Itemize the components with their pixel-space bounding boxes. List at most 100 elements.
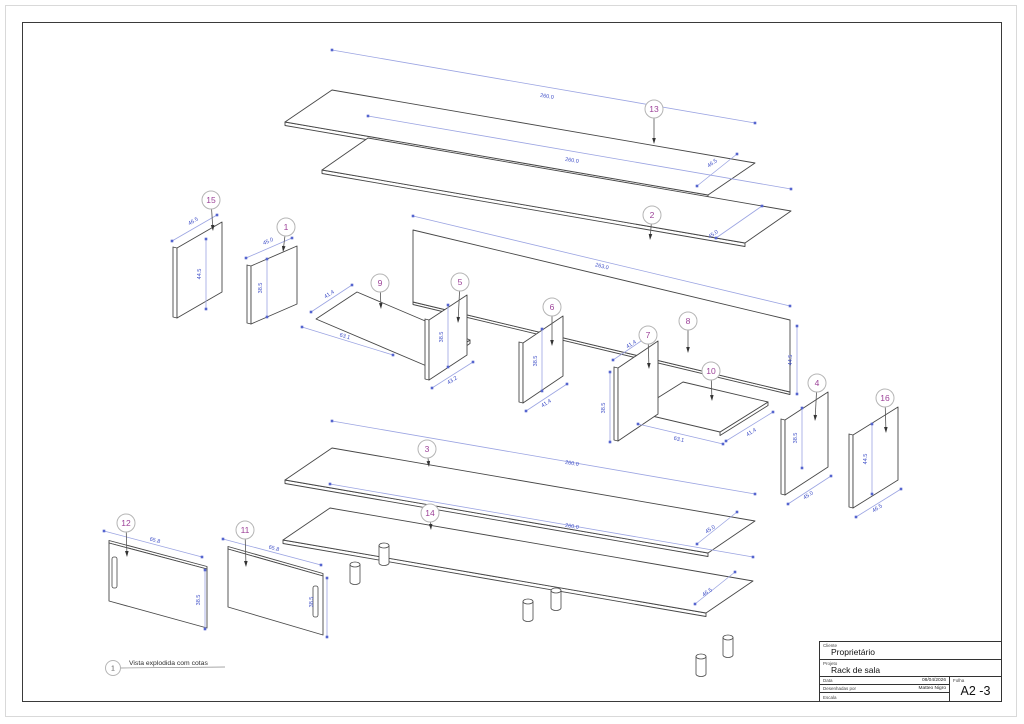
balloon-11: 11 — [235, 520, 255, 567]
sheet-cell: Folha A2 -3 — [950, 677, 1001, 701]
balloon-15: 15 — [201, 190, 221, 231]
balloon-arrow — [686, 347, 690, 353]
dim-label: 41.4 — [625, 339, 637, 350]
dim-label: 41.4 — [540, 398, 552, 409]
balloon-circle — [235, 520, 255, 540]
balloon-6: 6 — [542, 297, 562, 346]
dim-line — [525, 383, 568, 412]
title-block: Cliente Proprietário Projeto Rack de sal… — [819, 641, 1002, 702]
dim-endpoint-marker — [611, 358, 615, 362]
balloon-circle — [875, 388, 895, 408]
dim-endpoint-marker — [170, 239, 174, 243]
balloon-arrow — [813, 414, 818, 421]
part-7-group — [613, 340, 659, 442]
part-1-group — [246, 245, 298, 325]
balloon-number: 11 — [241, 525, 250, 535]
dim-endpoint-marker — [870, 492, 874, 496]
balloon-arrow — [378, 302, 383, 309]
dim-endpoint-marker — [800, 466, 804, 470]
balloon-circle — [678, 311, 698, 331]
dim-endpoint-marker — [290, 236, 294, 240]
balloon-arrow — [426, 460, 431, 467]
dimension-part-14-0: 260.0 — [328, 482, 755, 559]
dim-line — [696, 153, 738, 187]
dim-label: 41.4 — [745, 427, 757, 438]
balloon-leader — [211, 209, 214, 228]
part-15-panel — [176, 221, 223, 319]
scale-row: Escala — [820, 693, 949, 701]
balloon-2: 2 — [642, 205, 662, 240]
dimension-part-10-0: 63.1 — [636, 422, 725, 446]
dim-endpoint-marker — [350, 283, 354, 287]
part-6-panel — [522, 315, 564, 404]
foot-top — [378, 542, 390, 549]
part-11-handle-slot — [312, 585, 319, 618]
dim-label: 45.0 — [707, 229, 719, 240]
balloon-arrow — [652, 138, 656, 144]
dim-endpoint-marker — [540, 389, 544, 393]
foot-body — [722, 637, 734, 658]
balloon-circle — [417, 439, 437, 459]
balloon-circle — [370, 273, 390, 293]
dim-endpoint-marker — [693, 602, 697, 606]
dim-endpoint-marker — [695, 184, 699, 188]
dimension-part-4-1: 45.0 — [786, 474, 833, 506]
balloon-number: 14 — [425, 508, 435, 518]
part-4-group — [780, 391, 829, 496]
dim-label: 63.1 — [673, 436, 685, 444]
dimension-part-15-1: 44.5 — [197, 237, 208, 311]
client-label: Cliente — [823, 643, 838, 648]
balloon-circle — [450, 272, 470, 292]
dim-line — [715, 205, 763, 239]
dimension-part-12-0: 65.8 — [102, 529, 204, 559]
dim-line — [855, 488, 902, 518]
dim-line — [412, 215, 791, 307]
foot-top — [522, 598, 534, 605]
foot-top — [722, 634, 734, 641]
dim-endpoint-marker — [328, 482, 332, 486]
dimension-part-16-0: 44.5 — [863, 422, 874, 496]
dim-line — [329, 483, 754, 558]
foot-top — [695, 653, 707, 660]
part-16-panel — [852, 406, 899, 509]
dimension-part-3-0: 260.0 — [330, 419, 757, 496]
dimension-part-13-0: 260.0 — [330, 48, 757, 125]
dim-endpoint-marker — [870, 422, 874, 426]
scale-label: Escala — [823, 694, 837, 700]
balloon-3: 3 — [417, 439, 437, 467]
dim-label: 38.5 — [439, 332, 445, 343]
balloon-circle — [116, 513, 136, 533]
dim-label: 38.5 — [533, 356, 539, 367]
balloon-number: 9 — [378, 278, 383, 288]
dim-endpoint-marker — [795, 324, 799, 328]
dimension-part-5-1: 43.2 — [430, 360, 475, 390]
dimension-part-14-1: 46.5 — [693, 570, 737, 606]
part-16-group — [848, 406, 899, 509]
part-3-group — [284, 447, 756, 557]
dim-line — [725, 411, 774, 442]
dim-line — [103, 530, 203, 558]
balloon-number: 16 — [880, 393, 890, 403]
dim-line — [171, 214, 218, 242]
dim-label: 38.5 — [309, 597, 315, 608]
dimension-part-11-0: 65.8 — [221, 537, 323, 567]
dim-endpoint-marker — [721, 442, 725, 446]
balloon-arrow — [125, 550, 129, 557]
note-text: Vista explodida com cotas — [129, 660, 208, 667]
sheet-outer-border — [5, 5, 1017, 717]
dim-endpoint-marker — [265, 257, 269, 261]
balloon-leader — [710, 380, 713, 398]
dim-endpoint-marker — [411, 214, 415, 218]
dim-endpoint-marker — [771, 410, 775, 414]
dimension-part-15-0: 46.5 — [170, 213, 219, 243]
note-balloon-circle — [105, 660, 121, 676]
part-12-handle-slot — [111, 556, 118, 589]
balloon-arrow — [884, 426, 888, 433]
balloon-1: 1 — [276, 217, 296, 252]
dim-endpoint-marker — [200, 555, 204, 559]
balloon-circle — [542, 297, 562, 317]
dim-label: 260.0 — [565, 523, 580, 531]
dim-endpoint-marker — [330, 48, 334, 52]
dim-endpoint-marker — [733, 570, 737, 574]
